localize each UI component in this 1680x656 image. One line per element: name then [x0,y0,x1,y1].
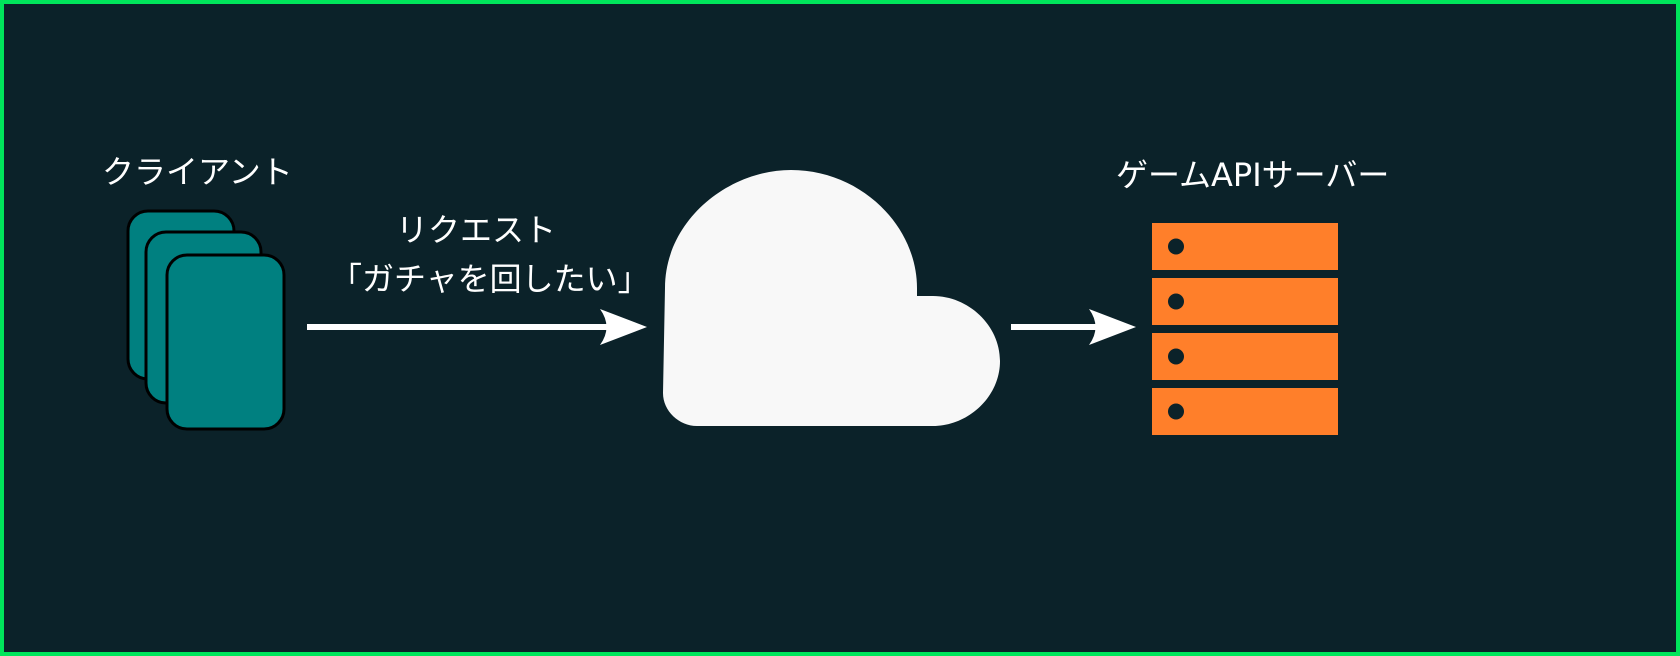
server-label: ゲームAPIサーバー [1116,156,1390,194]
client-device-card [165,253,286,431]
server-unit-led-icon [1168,348,1184,365]
server-unit-led-icon [1168,293,1184,310]
server-unit-led-icon [1168,403,1184,420]
server-rack-icon [1152,223,1338,435]
diagram-canvas [126,170,1338,435]
forward-arrow [1011,309,1136,345]
cloud-icon [663,170,1000,426]
request-label: リクエスト [396,211,557,249]
request-message-label: 「ガチャを回したい」 [330,260,650,298]
client-label: クライアント [102,153,293,191]
client-devices-icon [126,209,286,431]
request-arrow [307,309,647,345]
server-unit-led-icon [1168,238,1184,255]
